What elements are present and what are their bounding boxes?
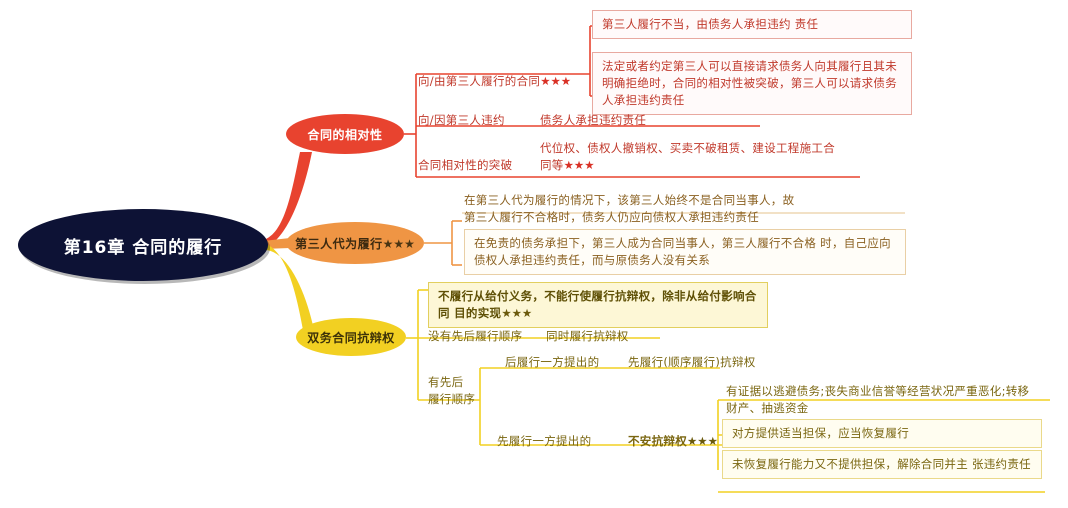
branch-node-third-party[interactable]: 第三人代为履行★★★	[286, 222, 424, 264]
stars-third-party-contract: ★★★	[540, 74, 572, 88]
note-third-party-not-party[interactable]: 在第三人代为履行的情况下，该第三人始终不是合同当事人，故 第三人履行不合格时，债…	[464, 193, 795, 224]
note-relativity-breakthrough[interactable]: 法定或者约定第三人可以直接请求债务人向其履行且其未 明确拒绝时，合同的相对性被突…	[592, 52, 912, 115]
branch-node-relativity[interactable]: 合同的相对性	[286, 114, 404, 154]
value-breach-by-third-party[interactable]: 债务人承担违约责任	[540, 113, 647, 127]
stars-third-party-node: ★★★	[382, 236, 415, 251]
value-relativity-breakthrough[interactable]: 代位权、债权人撤销权、买卖不破租赁、建设工程施工合 同等★★★	[540, 141, 835, 172]
note-improper-performance[interactable]: 第三人履行不当，由债务人承担违约 责任	[592, 10, 912, 39]
highlight-subsidiary-obligation[interactable]: 不履行从给付义务，不能行使履行抗辩权，除非从给付影响合同 目的实现★★★	[428, 282, 768, 328]
topic-no-order[interactable]: 没有先后履行顺序	[428, 329, 523, 343]
topic-earlier-party[interactable]: 先履行一方提出的	[497, 434, 592, 448]
note-exempt-debt-assumption[interactable]: 在免责的债务承担下，第三人成为合同当事人，第三人履行不合格 时，自己应向债权人承…	[464, 229, 906, 275]
central-node[interactable]: 第16章 合同的履行	[18, 209, 268, 281]
branch-node-defense[interactable]: 双务合同抗辩权	[296, 318, 406, 356]
topic-breach-by-third-party[interactable]: 向/因第三人违约	[418, 113, 505, 127]
topic-relativity-breakthrough[interactable]: 合同相对性的突破	[418, 158, 513, 172]
branch-node-third-party-label: 第三人代为履行★★★	[295, 236, 415, 251]
note-terminate-contract[interactable]: 未恢复履行能力又不提供担保，解除合同并主 张违约责任	[722, 450, 1042, 479]
note-resume-performance[interactable]: 对方提供适当担保，应当恢复履行	[722, 419, 1042, 448]
note-uneasy-grounds[interactable]: 有证据以逃避债务;丧失商业信誉等经营状况严重恶化;转移 财产、抽逃资金	[726, 384, 1030, 415]
topic-later-party[interactable]: 后履行一方提出的	[505, 355, 600, 369]
stars-uneasy-defense: ★★★	[687, 434, 718, 448]
topic-third-party-contract[interactable]: 向/由第三人履行的合同★★★	[418, 74, 572, 88]
central-node-label: 第16章 合同的履行	[63, 237, 223, 258]
branch-node-defense-label: 双务合同抗辩权	[307, 330, 395, 345]
stars-relativity-breakthrough: ★★★	[563, 158, 595, 172]
branch-node-relativity-label: 合同的相对性	[307, 127, 383, 142]
value-simultaneous-defense[interactable]: 同时履行抗辩权	[546, 329, 629, 343]
value-uneasy-defense[interactable]: 不安抗辩权★★★	[628, 434, 718, 448]
value-prior-performance-defense[interactable]: 先履行(顺序履行)抗辩权	[628, 355, 756, 369]
topic-has-order[interactable]: 有先后 履行顺序	[428, 375, 476, 406]
stars-highlight: ★★★	[501, 306, 533, 320]
